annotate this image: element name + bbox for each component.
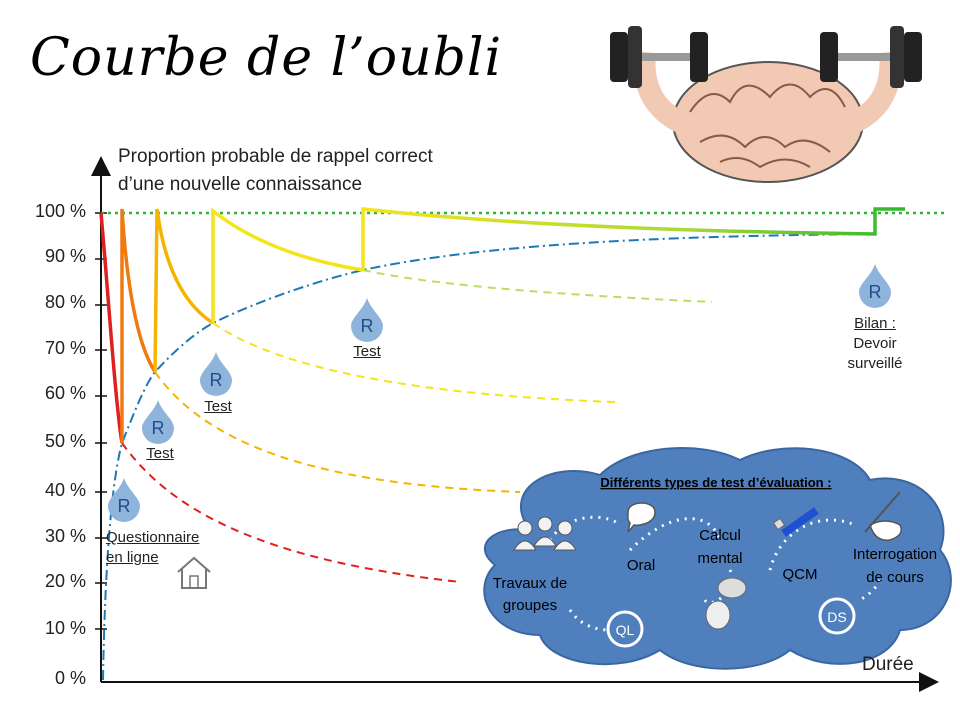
- cloud-item-interrogation-line2: de cours: [866, 569, 924, 586]
- forgetting-curve-5: [361, 207, 905, 270]
- y-tick: 70 %: [44, 338, 86, 358]
- y-tick: 20 %: [44, 571, 86, 591]
- drop-icon: R: [108, 478, 140, 522]
- review-caption-line: Devoir: [853, 335, 897, 352]
- review-caption: Bilan : Devoir surveillé: [835, 314, 915, 374]
- y-tick: 10 %: [44, 618, 86, 638]
- cloud-item-interrogation-line1: Interrogation: [853, 546, 937, 563]
- drop-icon: R: [142, 400, 174, 444]
- forgetting-curve-1: [99, 212, 124, 444]
- drop-letter: R: [152, 418, 165, 438]
- y-axis-label: Proportion probable de rappel correct d’…: [118, 143, 433, 199]
- cloud-item-ql: QL: [616, 622, 635, 638]
- drop-letter: R: [210, 370, 223, 390]
- y-tick: 40 %: [44, 480, 86, 500]
- cloud-item-group-work-line1: Travaux de: [493, 575, 567, 592]
- house-icon: [177, 556, 211, 589]
- x-axis-label: Durée: [862, 654, 914, 675]
- cloud-item-mental-calc-line1: Calcul: [699, 527, 741, 544]
- decay-dashed-yellow: [212, 322, 616, 403]
- group-work-icon: [513, 516, 577, 551]
- drop-letter: R: [869, 282, 882, 302]
- review-caption: Test: [204, 398, 232, 415]
- review-caption-line: en ligne: [106, 549, 159, 566]
- brain-dumbbell-illustration: [610, 26, 922, 183]
- drop-icon: R: [351, 298, 383, 342]
- assessment-types-cloud: Différents types de test d’évaluation : …: [483, 447, 952, 670]
- y-tick: 100 %: [34, 201, 86, 221]
- review-caption: Test: [353, 343, 381, 360]
- consolidation-curve: [102, 233, 876, 681]
- pen-icon: [772, 507, 819, 537]
- y-tick: 60 %: [44, 383, 86, 403]
- decay-dashed-amber: [154, 371, 521, 493]
- ql-badge: [606, 610, 644, 648]
- cloud-item-qcm: QCM: [783, 566, 818, 583]
- cloud-item-group-work-line2: groupes: [503, 597, 557, 614]
- cloud-heading: Différents types de test d’évaluation :: [600, 475, 831, 490]
- review-caption-line: Bilan :: [854, 315, 896, 332]
- y-tick: 90 %: [44, 246, 86, 266]
- decay-dashed-red: [121, 442, 461, 583]
- page-title: Courbe de l’oubli: [30, 28, 503, 88]
- y-axis-label-line1: Proportion probable de rappel correct: [118, 146, 433, 167]
- forgetting-curve-4: [211, 207, 364, 323]
- drop-icon: R: [200, 352, 232, 396]
- drop-icon: R: [859, 264, 891, 308]
- drop-letter: R: [361, 316, 374, 336]
- review-caption: Test: [146, 445, 174, 462]
- review-caption-line: Questionnaire: [106, 529, 200, 546]
- review-caption: Questionnaire en ligne: [106, 528, 199, 568]
- decay-dashed-lime: [362, 269, 713, 303]
- cloud-item-ds: DS: [827, 609, 846, 625]
- forgetting-curve-3: [153, 208, 214, 373]
- brain-icon: [705, 577, 747, 630]
- y-tick: 0 %: [54, 668, 86, 688]
- cloud-item-mental-calc-line2: mental: [697, 550, 742, 567]
- y-tick: 50 %: [44, 431, 86, 451]
- ds-badge: [818, 597, 856, 635]
- drop-letter: R: [118, 496, 131, 516]
- cloud-item-oral: Oral: [627, 557, 655, 574]
- y-tick: 30 %: [44, 526, 86, 546]
- writing-hand-icon: [864, 491, 902, 541]
- y-tick: 80 %: [44, 292, 86, 312]
- y-axis-label-line2: d’une nouvelle connaissance: [118, 174, 363, 195]
- speech-bubble-icon: [627, 502, 656, 533]
- review-caption-line: surveillé: [847, 355, 903, 372]
- forgetting-curve-2: [120, 208, 157, 443]
